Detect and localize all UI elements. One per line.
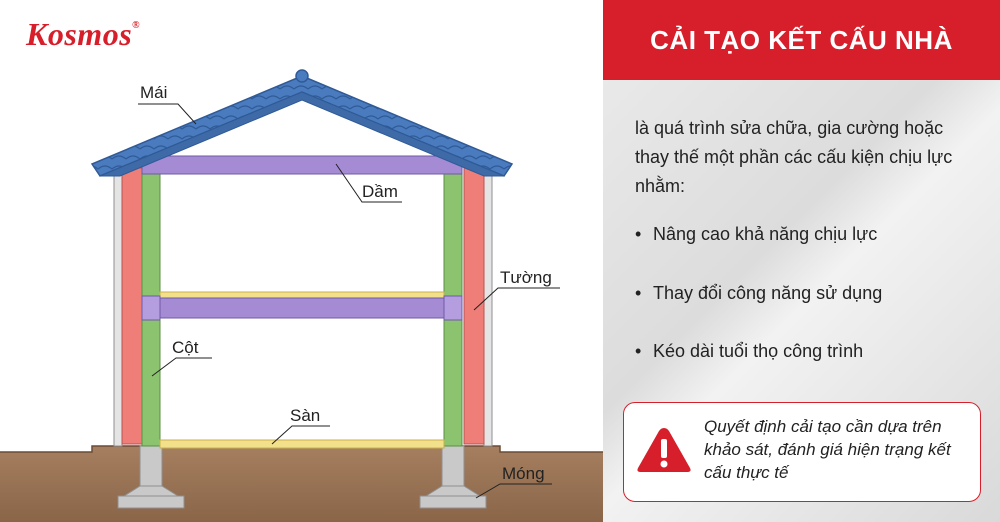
bullet-text: Kéo dài tuổi thọ công trình [653,341,864,361]
bullet-item: • Nâng cao khả năng chịu lực [635,224,877,245]
intro-text: là quá trình sửa chữa, gia cường hoặc th… [635,118,953,196]
roof-underside [99,91,505,177]
roof-ridge-cap [295,69,309,83]
label-roof: Mái [140,83,167,102]
beam-top [141,155,463,175]
panel-title: CẢI TẠO KẾT CẤU NHÀ [650,24,953,55]
house-structure-diagram: Mái Dầm Tường Cột Sàn Móng [0,69,603,522]
wall-frame-right [483,163,493,447]
leader-wall [473,287,560,311]
leader-foundation [475,483,552,499]
bullet-dot-icon: • [635,283,642,303]
title-banner: CẢI TẠO KẾT CẤU NHÀ [603,0,1000,80]
beam-joint-right [443,295,463,321]
bullet-text: Nâng cao khả năng chịu lực [653,224,878,244]
warning-note-text: Quyết định cải tạo cần dựa trên khảo sát… [704,417,951,482]
warning-triangle-icon [637,428,691,472]
label-column: Cột [172,338,199,357]
wall-right [463,167,485,445]
info-panel: CẢI TẠO KẾT CẤU NHÀ là quá trình sửa chữ… [603,0,1000,522]
leader-column [151,357,212,377]
logo-text: Kosmos [26,16,133,52]
bullet-text: Thay đổi công năng sử dụng [653,283,883,303]
bullet-item: • Kéo dài tuổi thọ công trình [635,341,863,362]
warning-note-box: Quyết định cải tạo cần dựa trên khảo sát… [623,402,981,502]
floor-ground [159,439,445,449]
bullet-dot-icon: • [635,341,642,361]
label-floor: Sàn [290,406,320,425]
registered-mark: ® [132,20,141,31]
leader-beam [335,163,402,203]
leader-floor [271,425,330,445]
wall-left [121,167,143,445]
beam-joint-left [141,295,161,321]
label-wall: Tường [500,268,552,287]
diagram-area: Mái Dầm Tường Cột Sàn Móng Kosmos® [0,16,603,522]
bullet-dot-icon: • [635,224,642,244]
beam-middle [141,297,463,319]
label-beam: Dầm [362,182,398,201]
kosmos-logo: Kosmos® [26,16,140,53]
bullet-item: • Thay đổi công năng sử dụng [635,283,882,304]
wall-frame-left [113,163,123,447]
label-foundation: Móng [502,464,545,483]
leader-roof [138,103,197,125]
